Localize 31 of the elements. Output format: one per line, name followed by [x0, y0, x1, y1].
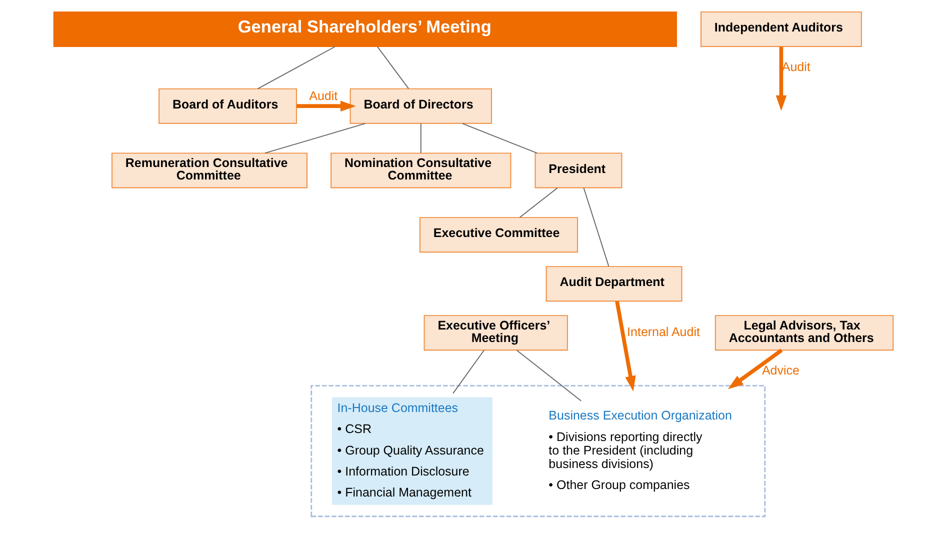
node-box: Nomination Consultative Committee: [330, 152, 511, 188]
arrow: [614, 300, 636, 392]
edge-label: Audit: [308, 88, 338, 103]
connector: [461, 122, 538, 154]
connector: [452, 350, 484, 394]
cluster: [310, 384, 766, 518]
connector: [518, 187, 558, 218]
node-box: Executive Committee: [418, 217, 578, 253]
edge-label: Advice: [761, 364, 799, 378]
connector: [582, 187, 609, 267]
node-box: Independent Auditors: [700, 11, 862, 47]
connector: [256, 46, 335, 90]
node-box: Board of Auditors: [158, 88, 296, 124]
arrow: [727, 348, 782, 390]
node-box: General Shareholders’ Meeting: [52, 11, 676, 47]
node-box: Board of Directors: [349, 88, 492, 124]
node-box: Legal Advisors, Tax Accountants and Others: [714, 315, 894, 351]
node-box: President: [534, 152, 622, 188]
node-box: Remuneration Consultative Committee: [111, 152, 307, 188]
arrow: [296, 100, 356, 112]
connector: [264, 122, 366, 154]
arrow: [775, 46, 786, 111]
connector: [376, 46, 409, 90]
node-text: Business Execution Organization • Divisions reporting directly to the President (including business divisions) • Other Group companies: [548, 408, 732, 492]
connector: [516, 350, 582, 402]
edge-label: Internal Audit: [626, 325, 700, 340]
edge-label: Audit: [781, 60, 810, 74]
node-box: Audit Department: [545, 266, 682, 302]
node-box: In-House Committees • CSR • Group Quality Assurance • Information Disclosure • Financial Management: [332, 397, 492, 505]
node-box: Executive Officers’ Meeting: [423, 315, 568, 351]
connector: [420, 122, 421, 154]
